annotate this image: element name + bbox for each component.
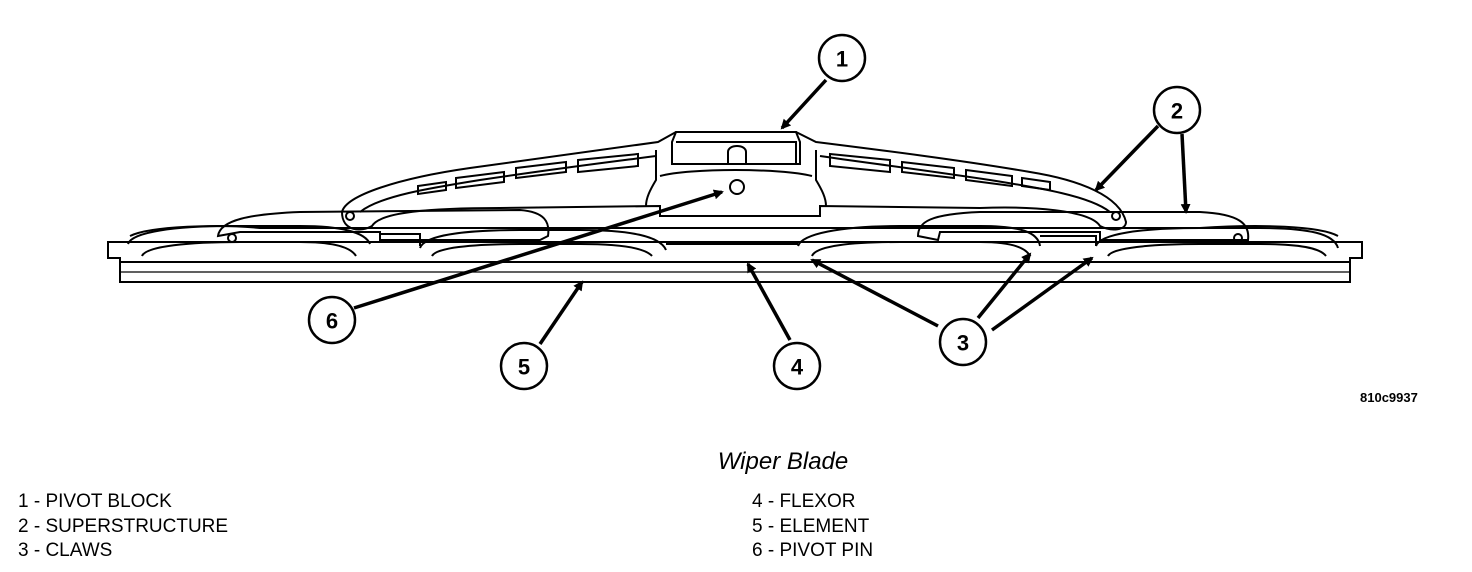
callout-circle-1: [817, 33, 867, 83]
callout-number-3: 3: [957, 331, 969, 356]
legend-item: 4 - FLEXOR: [752, 491, 856, 512]
callout-circle-5: [499, 341, 549, 391]
figure-caption: Wiper Blade: [717, 448, 849, 475]
callout-circle-6: [307, 295, 357, 345]
leader-1: [780, 78, 828, 130]
flexor-band: [129, 225, 1339, 237]
wiper-blade-diagram: 1 2 3 4 5 6: [107, 33, 1363, 391]
claw-outer-right: [1095, 227, 1339, 249]
leader-2a: [1094, 124, 1160, 192]
superstructure-frame: [340, 131, 1128, 231]
leader-3b: [976, 252, 1032, 320]
wiper-blade-drawing: [107, 131, 1363, 283]
callout-circle-2: [1152, 85, 1202, 135]
figure-id: 810c9937: [1360, 390, 1418, 405]
claw-inner-right: [797, 225, 1041, 247]
secondary-yoke-left: [216, 208, 550, 241]
element-strip: [107, 241, 1363, 283]
leader-3c: [990, 256, 1094, 332]
callout-circle-3: [938, 317, 988, 367]
callout-number-1: 1: [836, 47, 848, 72]
legend-item: 1 - PIVOT BLOCK: [18, 491, 172, 512]
legend-item: 2 - SUPERSTRUCTURE: [18, 515, 229, 537]
leader-6: [353, 189, 724, 310]
legend-item: 5 - ELEMENT: [752, 515, 870, 537]
callout-number-2: 2: [1171, 99, 1183, 124]
claw-inner-left: [419, 229, 667, 251]
callout-circle-4: [772, 341, 822, 391]
secondary-yoke-right: [916, 211, 1250, 242]
callout-number-4: 4: [791, 355, 804, 380]
leader-4: [746, 262, 792, 341]
callout-number-5: 5: [518, 355, 530, 380]
pivot-block: [671, 131, 801, 165]
claw-outer-left: [127, 225, 371, 245]
leader-3a: [810, 258, 939, 328]
callouts: [307, 33, 1202, 391]
callout-number-6: 6: [326, 309, 338, 334]
legend-left: 1 - PIVOT BLOCK 2 - SUPERSTRUCTURE 3 - C…: [18, 490, 228, 564]
legend-item: 3 - CLAWS: [18, 540, 113, 561]
leader-2b: [1180, 133, 1191, 214]
leader-lines: [353, 78, 1191, 345]
legend-right: 4 - FLEXOR 5 - ELEMENT 6 - PIVOT PIN: [752, 490, 873, 564]
legend-item: 6 - PIVOT PIN: [752, 540, 874, 561]
pivot-pin: [729, 179, 745, 195]
leader-5: [538, 280, 584, 345]
